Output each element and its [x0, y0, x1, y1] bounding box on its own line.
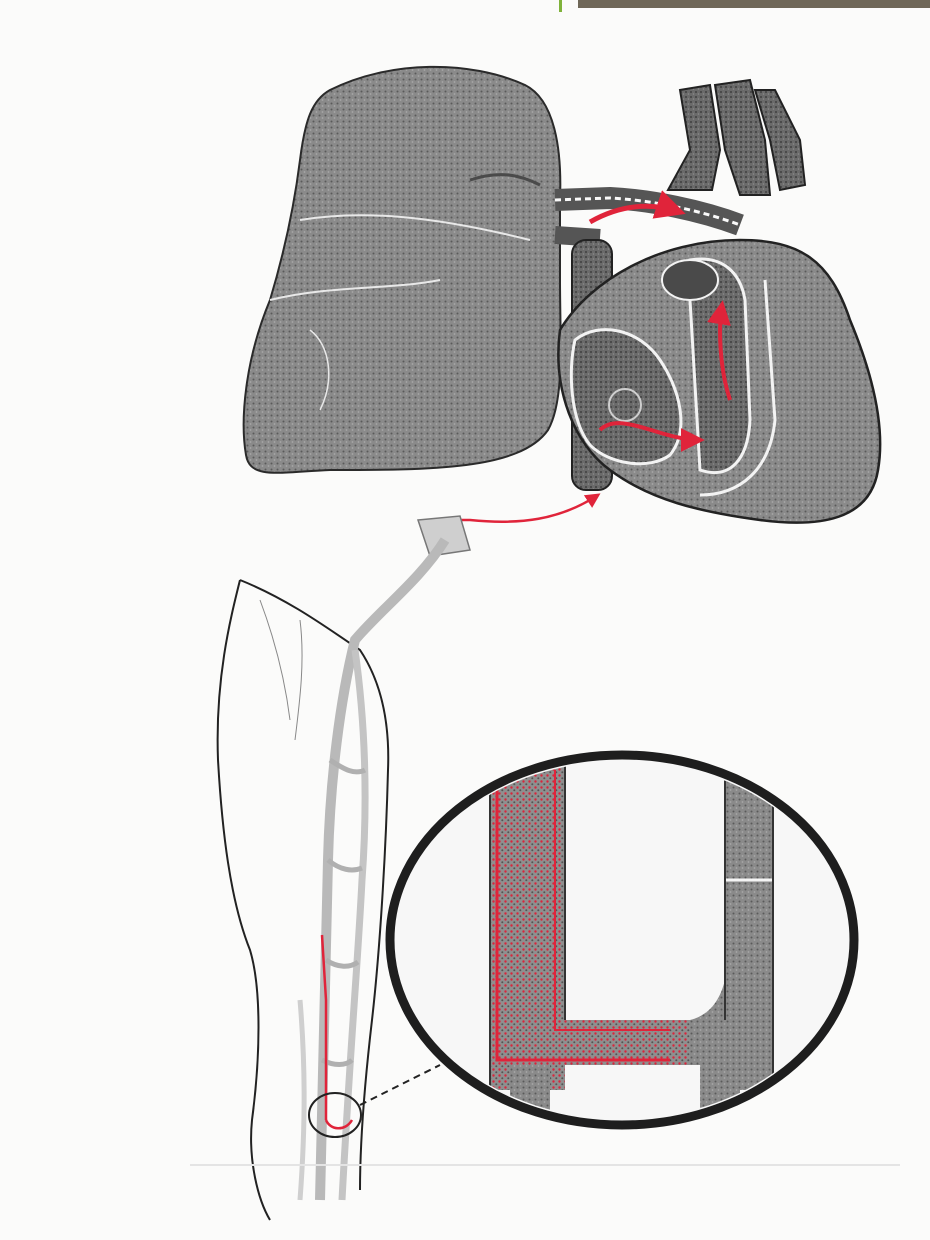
- heart: [558, 80, 880, 523]
- magnified-view: [390, 755, 854, 1140]
- pulmonary-vessels: [555, 198, 740, 238]
- top-tick: [559, 0, 562, 12]
- pointer-line: [360, 1065, 440, 1105]
- top-bar: [578, 0, 930, 8]
- lung: [244, 67, 561, 473]
